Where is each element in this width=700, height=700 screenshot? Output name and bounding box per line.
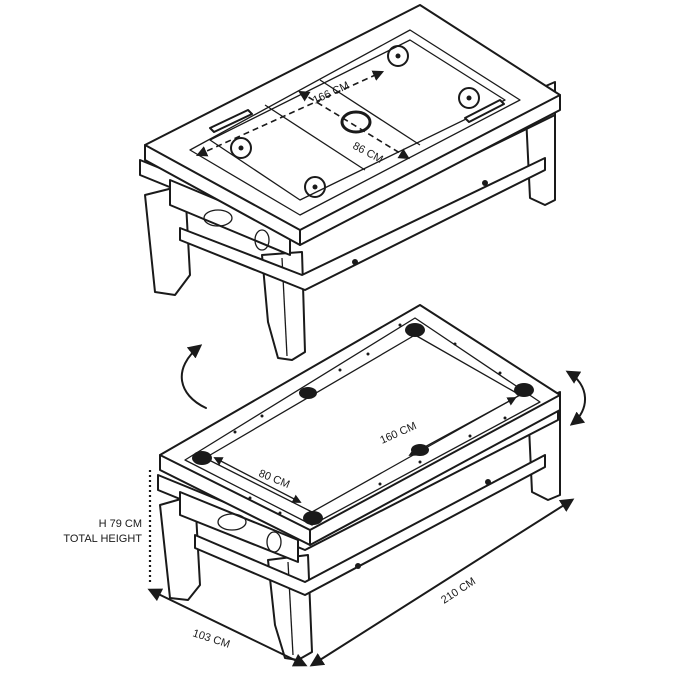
total-length-dimension <box>309 498 575 667</box>
pool-drawer <box>179 491 299 563</box>
pool-length-dimension <box>408 397 517 456</box>
pool-table: 80 CM 160 CM <box>157 304 561 661</box>
air-hockey-table: 166 CM 86 CM <box>139 4 561 361</box>
flip-arrows-icon <box>565 370 586 426</box>
air-hockey-width-dimension <box>298 90 410 160</box>
total-width-dimension <box>147 588 308 667</box>
pool-width-dimension <box>213 457 302 503</box>
air-hockey-surface <box>189 29 521 216</box>
pool-rails <box>184 317 541 526</box>
total-height-caption: TOTAL HEIGHT <box>63 533 142 545</box>
goal-slot-right <box>464 99 505 123</box>
total-width-label: 103 CM <box>191 627 231 650</box>
air-hockey-length-dimension <box>195 70 385 157</box>
air-hockey-lower-shelf <box>179 157 546 291</box>
rotate-arrow-icon <box>180 344 207 409</box>
pool-lower-shelf <box>194 454 546 596</box>
total-height-label: H 79 CM <box>99 518 142 530</box>
